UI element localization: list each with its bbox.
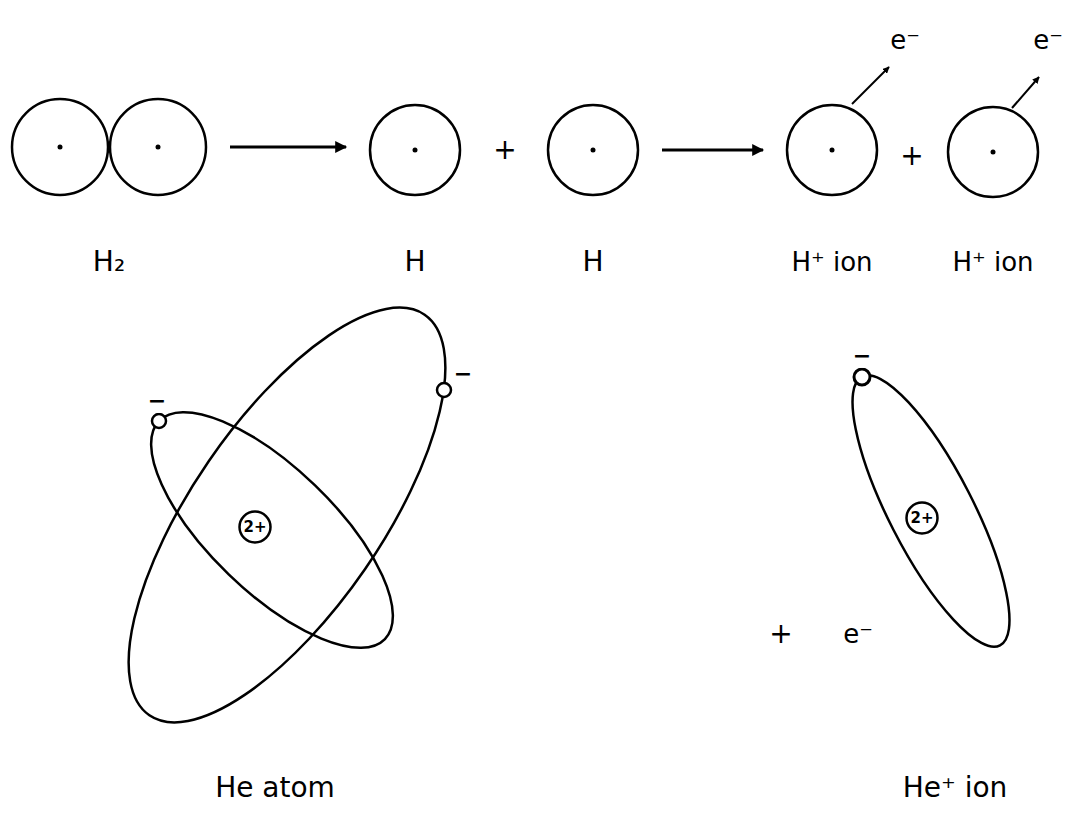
- nucleus-circle: [907, 503, 938, 534]
- charge-sign: −: [146, 389, 168, 413]
- caption-label: He⁺ ion: [901, 773, 1010, 804]
- atom-circle: H: [546, 103, 640, 277]
- charge-label: 2+: [243, 519, 266, 536]
- reaction-arrow: [662, 149, 763, 152]
- charge-sign: −: [452, 362, 474, 386]
- atom-outline: [370, 105, 460, 195]
- electron-label: e⁻: [1031, 26, 1065, 55]
- molecule-circles: H₂: [10, 97, 208, 277]
- formula-label: H⁺ ion: [791, 248, 872, 277]
- charge-sign: −: [851, 344, 873, 368]
- ion-circle: H⁺ ion: [785, 103, 879, 276]
- atom-outline: [12, 99, 108, 195]
- electron-arrow: [852, 67, 889, 104]
- nucleus-dot: [156, 145, 161, 150]
- nucleus-dot: [991, 150, 996, 155]
- electron-label: e⁻: [841, 620, 875, 649]
- orbit: [825, 358, 1038, 665]
- nucleus-circle: [240, 512, 271, 543]
- electron: [152, 414, 166, 428]
- nucleus: 2+: [238, 510, 272, 544]
- nucleus: 2+: [905, 501, 939, 535]
- plus-sign: +: [491, 135, 518, 166]
- electron: [437, 383, 451, 397]
- formula-label: H₂: [93, 247, 125, 278]
- plus-sign: +: [767, 619, 794, 650]
- nucleus-dot: [830, 148, 835, 153]
- atom-outline: [110, 99, 206, 195]
- electron-arrow: [1012, 77, 1039, 108]
- electron: [854, 369, 870, 385]
- atom-outline: [948, 107, 1038, 197]
- nucleus-dot: [413, 148, 418, 153]
- nucleus-dot: [58, 145, 63, 150]
- plus-sign: +: [898, 141, 925, 172]
- electron-label: e⁻: [888, 26, 922, 55]
- orbit: [116, 376, 428, 683]
- reaction-arrow: [230, 146, 346, 149]
- orbit: [71, 261, 503, 769]
- formula-label: H: [582, 247, 603, 278]
- ion-circle: H⁺ ion: [946, 105, 1040, 276]
- formula-label: H⁺ ion: [952, 248, 1033, 277]
- nucleus-dot: [591, 148, 596, 153]
- caption-label: He atom: [213, 773, 337, 804]
- charge-label: 2+: [910, 510, 933, 527]
- atom-circle: H: [368, 103, 462, 277]
- formula-label: H: [404, 247, 425, 278]
- atom-outline: [548, 105, 638, 195]
- atom-outline: [787, 105, 877, 195]
